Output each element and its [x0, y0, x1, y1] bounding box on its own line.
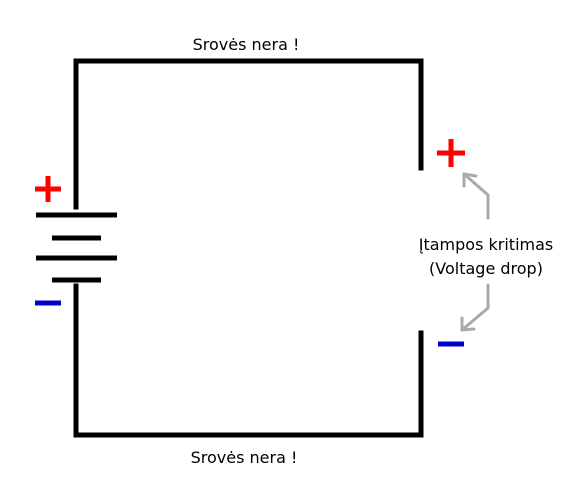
voltage-drop-label-line1: Įtampos kritimas — [419, 235, 553, 254]
wire-bottom-left — [73, 283, 424, 438]
gap-plus-sign — [437, 139, 465, 167]
top-wire-label: Srovės nera ! — [193, 35, 300, 54]
arrow-down-icon — [460, 283, 490, 332]
bottom-wire-label: Srovės nera ! — [191, 448, 298, 467]
voltage-drop-arrows — [460, 172, 490, 332]
arrow-up-icon — [462, 172, 490, 220]
voltage-drop-label-line2: (Voltage drop) — [429, 259, 543, 278]
wire-top-left — [73, 58, 424, 210]
battery-plus-sign — [35, 176, 61, 202]
circuit-wires — [73, 58, 424, 438]
battery — [36, 212, 117, 283]
